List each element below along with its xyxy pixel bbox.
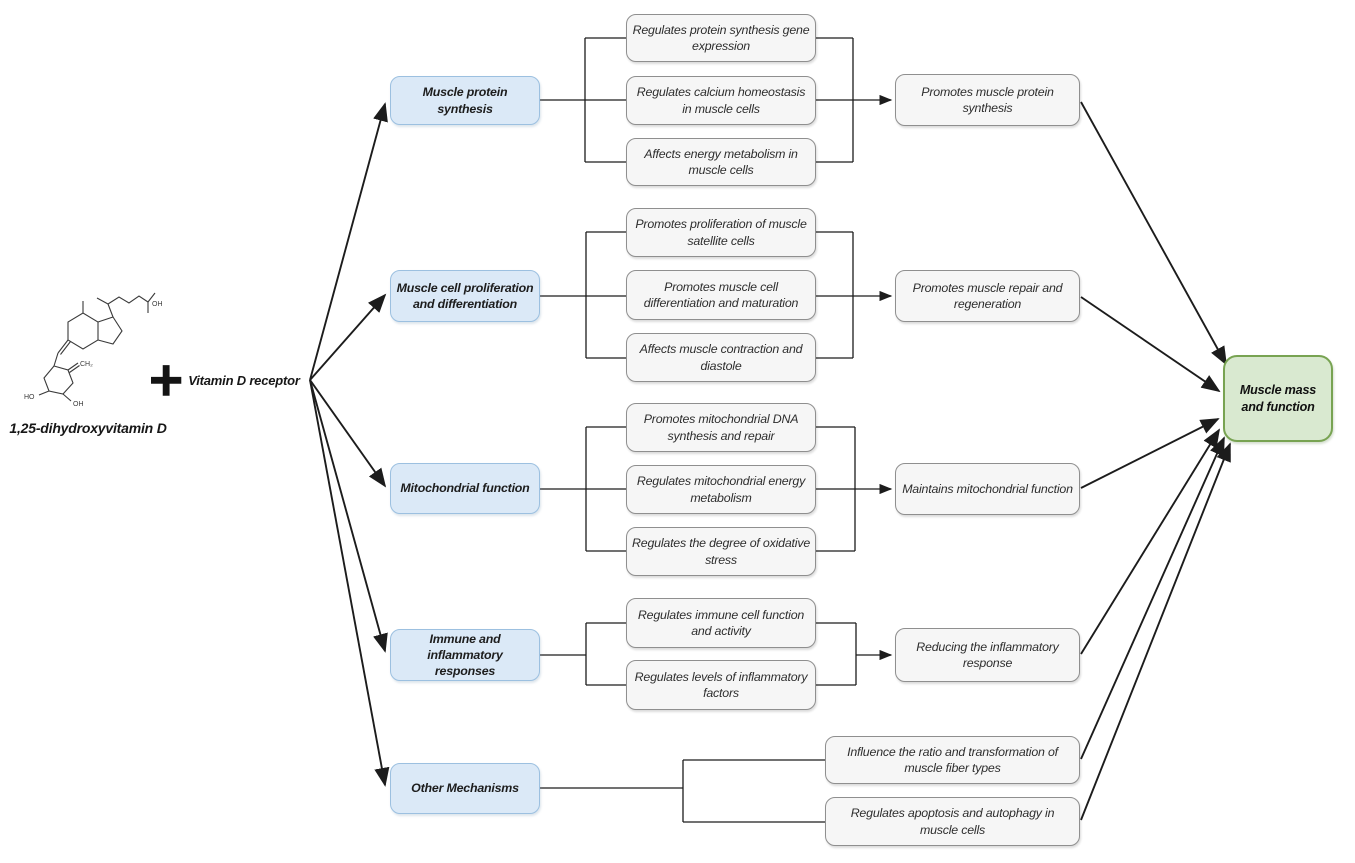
arrow-mech5b-to-outcome	[1080, 442, 1231, 821]
mechanism-box: Affects energy metabolism in muscle cell…	[626, 138, 816, 186]
category-muscle-cell-proliferation: Muscle cell proliferation and differenti…	[390, 270, 540, 322]
outcome-muscle-mass-function: Muscle mass and function	[1223, 355, 1333, 442]
ho-atom: HO	[24, 394, 35, 401]
result-promotes-protein-synthesis: Promotes muscle protein synthesis	[895, 74, 1080, 126]
arrow-result4-to-outcome	[1080, 428, 1220, 655]
arrow-to-category-4	[309, 379, 388, 653]
mechanism-box: Promotes muscle cell differentiation and…	[626, 270, 816, 320]
convergence-arrows	[1080, 101, 1231, 821]
mechanism-box: Regulates the degree of oxidative stress	[626, 527, 816, 576]
oh-bond	[62, 393, 72, 402]
result-maintains-mitochondrial: Maintains mitochondrial function	[895, 463, 1080, 515]
mechanism-box: Regulates apoptosis and autophagy in mus…	[825, 797, 1080, 846]
ring-d	[97, 316, 123, 345]
mechanism-box: Regulates protein synthesis gene express…	[626, 14, 816, 62]
arrow-result1-to-outcome	[1080, 101, 1227, 366]
result-reducing-inflammatory: Reducing the inflammatory response	[895, 628, 1080, 682]
arrow-result3-to-outcome	[1080, 418, 1220, 489]
arrow-to-category-5	[309, 379, 390, 787]
result-muscle-repair-regeneration: Promotes muscle repair and regeneration	[895, 270, 1080, 322]
molecule-structure-drawing: OH CH₂ HO OH	[24, 292, 163, 408]
category-mitochondrial-function: Mitochondrial function	[390, 463, 540, 514]
ch2-atom: CH₂	[80, 361, 93, 368]
bracket-group-5	[540, 759, 825, 823]
receptor-label: Vitamin D receptor	[188, 373, 300, 388]
ho-bond	[38, 390, 50, 396]
category-muscle-protein-synthesis: Muscle protein synthesis	[390, 76, 540, 125]
triene	[53, 339, 71, 367]
mechanism-box: Affects muscle contraction and diastole	[626, 333, 816, 382]
side-chain	[96, 292, 156, 318]
arrow-result2-to-outcome	[1080, 296, 1221, 393]
oh-ring-atom: OH	[73, 401, 84, 408]
bracket-group-2	[540, 231, 854, 359]
plus-icon: +	[146, 352, 186, 406]
mechanism-box: Regulates immune cell function and activ…	[626, 598, 816, 648]
fanout-arrows	[309, 102, 390, 787]
exocyclic-ch2-bond	[67, 362, 80, 373]
mechanism-box: Promotes mitochondrial DNA synthesis and…	[626, 403, 816, 452]
category-other-mechanisms: Other Mechanisms	[390, 763, 540, 814]
mechanism-box: Regulates calcium homeostasis in muscle …	[626, 76, 816, 125]
oh-chain-atom: OH	[152, 301, 163, 308]
mechanism-box: Promotes proliferation of muscle satelli…	[626, 208, 816, 257]
mechanism-box: Regulates levels of inflammatory factors	[626, 660, 816, 710]
arrow-mech5a-to-outcome	[1080, 436, 1225, 760]
mechanism-box: Regulates mitochondrial energy metabolis…	[626, 465, 816, 514]
molecule-label: 1,25-dihydroxyvitamin D	[9, 420, 167, 436]
arrow-to-category-1	[309, 102, 388, 381]
category-immune-inflammatory: Immune and inflammatory responses	[390, 629, 540, 681]
mechanism-box: Influence the ratio and transformation o…	[825, 736, 1080, 784]
arrow-to-category-2	[309, 293, 387, 381]
bracket-group-4	[540, 622, 857, 686]
arrow-to-category-3	[309, 379, 387, 488]
